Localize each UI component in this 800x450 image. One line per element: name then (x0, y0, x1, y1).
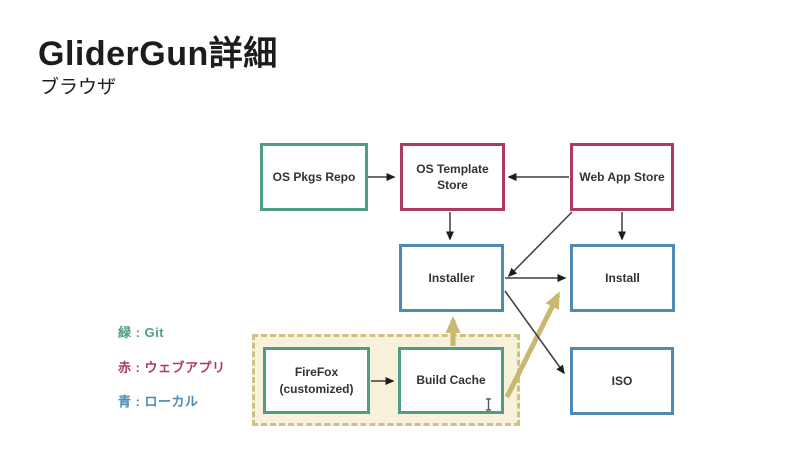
legend-item-webapp: 赤 : ウェブアプリ (118, 360, 226, 375)
node-iso-label: ISO (611, 373, 633, 388)
node-os-pkgs-repo-label: OS Pkgs Repo (272, 169, 356, 184)
node-firefox-customized-label: FireFox (customized) (279, 365, 354, 396)
node-firefox-customized: FireFox (customized) (263, 347, 370, 414)
node-build-cache-label: Build Cache (416, 373, 486, 388)
legend-item-local: 青 : ローカル (118, 394, 199, 409)
legend-item-git: 緑 : Git (118, 325, 165, 340)
page-subtitle: ブラウザ (40, 77, 117, 98)
node-install-label: Install (605, 270, 640, 285)
node-web-app-store: Web App Store (570, 143, 674, 211)
node-build-cache: Build Cache (398, 347, 504, 414)
text-cursor-icon (486, 398, 491, 411)
node-installer-label: Installer (428, 270, 475, 285)
node-iso: ISO (570, 347, 674, 415)
node-os-template-store: OS Template Store (400, 143, 505, 211)
page-title: GliderGun詳細 (38, 35, 278, 73)
node-web-app-store-label: Web App Store (579, 169, 665, 184)
node-os-pkgs-repo: OS Pkgs Repo (260, 143, 368, 211)
node-os-template-store-label: OS Template Store (416, 161, 489, 192)
node-installer: Installer (399, 244, 504, 312)
node-install: Install (570, 244, 675, 312)
edge-webapp-to-installer (507, 211, 573, 278)
